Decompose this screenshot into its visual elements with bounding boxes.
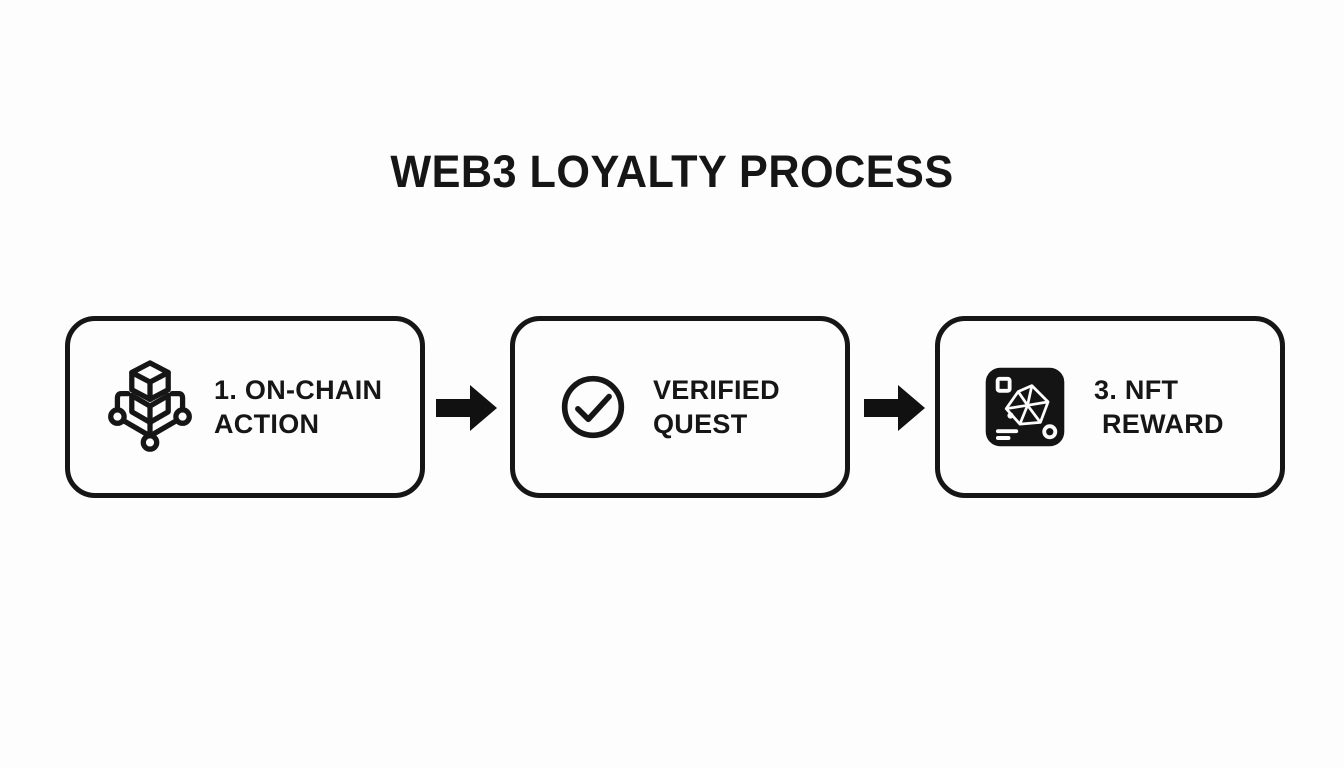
step-label-on-chain-action: 1. ON-CHAIN ACTION: [214, 373, 382, 441]
step2-label-line1: VERIFIED: [653, 375, 780, 405]
step-box-on-chain-action: 1. ON-CHAIN ACTION: [65, 316, 425, 498]
step-label-verified-quest: VERIFIED QUEST: [653, 373, 780, 441]
step1-label-line1: 1. ON-CHAIN: [214, 375, 383, 405]
arrow-right-icon: [436, 380, 498, 436]
nft-card-icon: [984, 366, 1066, 448]
arrow-right-icon: [864, 380, 926, 436]
check-circle-icon: [559, 373, 627, 441]
step-label-nft-reward: 3. NFT REWARD: [1094, 373, 1224, 441]
step3-label-line2: REWARD: [1102, 409, 1224, 439]
step-box-verified-quest: VERIFIED QUEST: [510, 316, 850, 498]
page-title: WEB3 LOYALTY PROCESS: [390, 146, 954, 197]
step3-label-line1: 3. NFT: [1094, 375, 1179, 405]
step2-label-line2: QUEST: [653, 409, 748, 439]
blockchain-nodes-icon: [104, 357, 196, 457]
step1-label-line2: ACTION: [214, 409, 320, 439]
step-box-nft-reward: 3. NFT REWARD: [935, 316, 1285, 498]
